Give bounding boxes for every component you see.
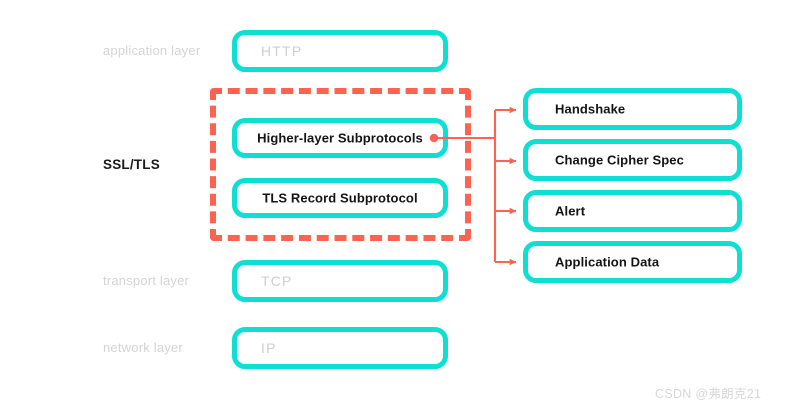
layer-label-application: application layer — [103, 43, 201, 58]
stack-box-tcp[interactable]: TCP — [232, 260, 448, 302]
layer-label-ssl-tls: SSL/TLS — [103, 157, 160, 172]
stack-box-ip[interactable]: IP — [232, 327, 448, 369]
ssl-box-higher-layer-subprotocols[interactable]: Higher-layer Subprotocols — [232, 118, 448, 158]
detail-box-change-cipher-spec[interactable]: Change Cipher Spec — [523, 139, 742, 181]
stack-box-tcp-label: TCP — [261, 273, 293, 289]
stack-box-ip-label: IP — [261, 340, 277, 356]
stack-box-http-label: HTTP — [261, 43, 303, 59]
layer-label-network: network layer — [103, 340, 183, 355]
stack-box-http[interactable]: HTTP — [232, 30, 448, 72]
ssl-box-tls-record-subprotocol-label: TLS Record Subprotocol — [262, 190, 418, 206]
layer-label-transport: transport layer — [103, 273, 190, 288]
ssl-tls-group-dashed-border — [210, 88, 471, 241]
ssl-box-tls-record-subprotocol[interactable]: TLS Record Subprotocol — [232, 178, 448, 218]
detail-box-application-data[interactable]: Application Data — [523, 241, 742, 283]
detail-box-handshake[interactable]: Handshake — [523, 88, 742, 130]
ssl-box-higher-layer-subprotocols-label: Higher-layer Subprotocols — [257, 130, 423, 146]
detail-box-alert-label: Alert — [555, 203, 586, 219]
detail-box-alert[interactable]: Alert — [523, 190, 742, 232]
detail-box-handshake-label: Handshake — [555, 101, 626, 117]
detail-box-change-cipher-spec-label: Change Cipher Spec — [555, 152, 684, 168]
detail-box-application-data-label: Application Data — [555, 254, 660, 270]
csdn-watermark: CSDN @弗朗克21 — [655, 387, 762, 401]
